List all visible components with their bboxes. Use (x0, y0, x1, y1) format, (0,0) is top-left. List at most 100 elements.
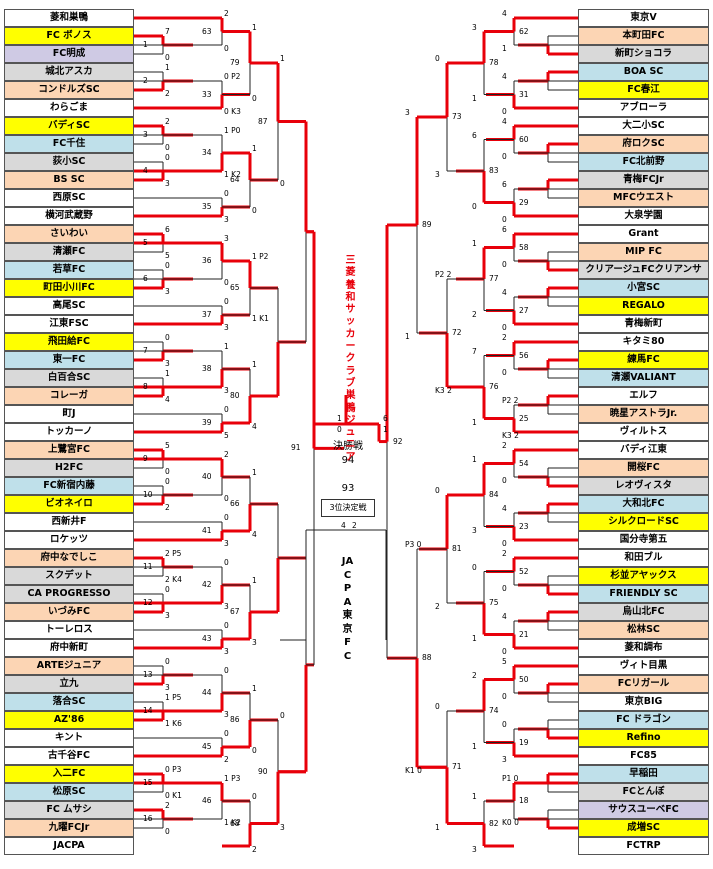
match-number: 45 (202, 742, 212, 751)
score-bottom: 3 (224, 323, 229, 332)
final-sub-right: 1 (383, 425, 388, 434)
left-team-22: コレーガ (4, 387, 134, 405)
score-bottom: 0 (502, 260, 507, 269)
score-top: 5 (502, 657, 507, 666)
score-bottom: 0 (224, 44, 229, 53)
right-team-5: FC春江 (578, 81, 709, 99)
score-top: 0 (224, 729, 229, 738)
final-score-left: 1 (337, 414, 342, 423)
match-number: 4 (143, 166, 148, 175)
right-team-12: 大泉学園 (578, 207, 709, 225)
score-top: 3 (405, 108, 410, 117)
score-bottom: 3 (472, 845, 477, 854)
right-team-22: エルフ (578, 387, 709, 405)
match-number: 2 (143, 76, 148, 85)
score-bottom: 0 (280, 179, 285, 188)
score-top: 1 (224, 342, 229, 351)
right-team-45: サウスユーベFC (578, 801, 709, 819)
score-bottom: 3 (165, 287, 170, 296)
left-team-27: FC新宿内藤 (4, 477, 134, 495)
score-bottom: 3 (165, 179, 170, 188)
score-top: 4 (502, 72, 507, 81)
right-team-17: REGALO (578, 297, 709, 315)
match-number: 64 (230, 175, 240, 184)
match-number: 19 (519, 737, 529, 747)
right-team-43: 早稲田 (578, 765, 709, 783)
match-number: 78 (489, 58, 499, 67)
left-team-24: トッカーノ (4, 423, 134, 441)
score-top: 4 (502, 504, 507, 513)
left-team-36: 府中新町 (4, 639, 134, 657)
right-team-39: 東京BIG (578, 693, 709, 711)
score-bottom: 0 (502, 584, 507, 593)
match-number: 23 (519, 521, 529, 531)
match-number: 83 (489, 166, 499, 175)
score-bottom: 0 (165, 827, 170, 836)
right-team-6: アブローラ (578, 99, 709, 117)
left-team-7: バディSC (4, 117, 134, 135)
score-top: 2 (224, 9, 229, 18)
left-team-13: さいわい (4, 225, 134, 243)
score-top: 0 (224, 405, 229, 414)
score-bottom: 3 (224, 602, 229, 611)
right-team-29: シルクロードSC (578, 513, 709, 531)
left-team-30: ロケッツ (4, 531, 134, 549)
score-bottom: 0 (165, 53, 170, 62)
score-bottom: 4 (165, 395, 170, 404)
match-number: 25 (519, 413, 529, 423)
match-number: 36 (202, 256, 212, 265)
match-number: 15 (143, 778, 153, 787)
score-bottom: 3 (224, 539, 229, 548)
score-top: 1 (252, 468, 257, 477)
left-team-38: 立九 (4, 675, 134, 693)
left-team-29: 西新井F (4, 513, 134, 531)
right-team-23: 暁星アストラJr. (578, 405, 709, 423)
score-top: 1 (252, 684, 257, 693)
score-top: 0 (165, 153, 170, 162)
right-team-34: 烏山北FC (578, 603, 709, 621)
match-number: 89 (422, 220, 432, 229)
match-number: 29 (519, 197, 529, 207)
match-number: 43 (202, 634, 212, 643)
semi-final-number: 92 (393, 436, 403, 446)
score-top: P1 0 (502, 774, 519, 783)
match-number: 14 (143, 706, 153, 715)
score-bottom: 1 (405, 332, 410, 341)
score-top: P3 0 (405, 540, 422, 549)
score-top: 1 P3 (224, 774, 241, 783)
score-top: 1 (472, 792, 477, 801)
score-bottom: 3 (472, 525, 477, 535)
right-team-30: 国分寺第五 (578, 531, 709, 549)
match-number: 1 (143, 40, 148, 49)
score-bottom: 0 K3 (224, 107, 241, 116)
score-bottom: 3 (435, 170, 440, 179)
score-top: 1 (252, 144, 257, 153)
match-number: 35 (202, 202, 212, 211)
match-number: 8 (143, 382, 148, 391)
match-number: 16 (143, 814, 153, 823)
left-team-6: わらごま (4, 99, 134, 117)
score-bottom: 3 (280, 822, 285, 832)
left-team-18: 江東FSC (4, 315, 134, 333)
score-top: 3 (472, 22, 477, 32)
score-bottom: 0 (165, 143, 170, 152)
score-top: 2 (472, 670, 477, 680)
score-bottom: 4 (252, 530, 257, 539)
match-number: 76 (489, 382, 499, 391)
score-bottom: K1 0 (405, 766, 422, 776)
score-bottom: 0 (252, 206, 257, 215)
right-team-31: 和田ブル (578, 549, 709, 567)
score-top: 0 (224, 621, 229, 630)
match-number: 6 (143, 274, 148, 283)
score-bottom: 1 (472, 633, 477, 643)
left-team-20: 東一FC (4, 351, 134, 369)
score-bottom: 3 (224, 215, 229, 224)
right-team-36: 菱和調布 (578, 639, 709, 657)
score-top: 4 (502, 288, 507, 297)
score-top: 3 (224, 234, 229, 243)
match-number: 5 (143, 238, 148, 247)
match-number: 72 (452, 328, 462, 337)
score-bottom: 1 (435, 822, 440, 832)
score-top: 6 (165, 225, 170, 234)
